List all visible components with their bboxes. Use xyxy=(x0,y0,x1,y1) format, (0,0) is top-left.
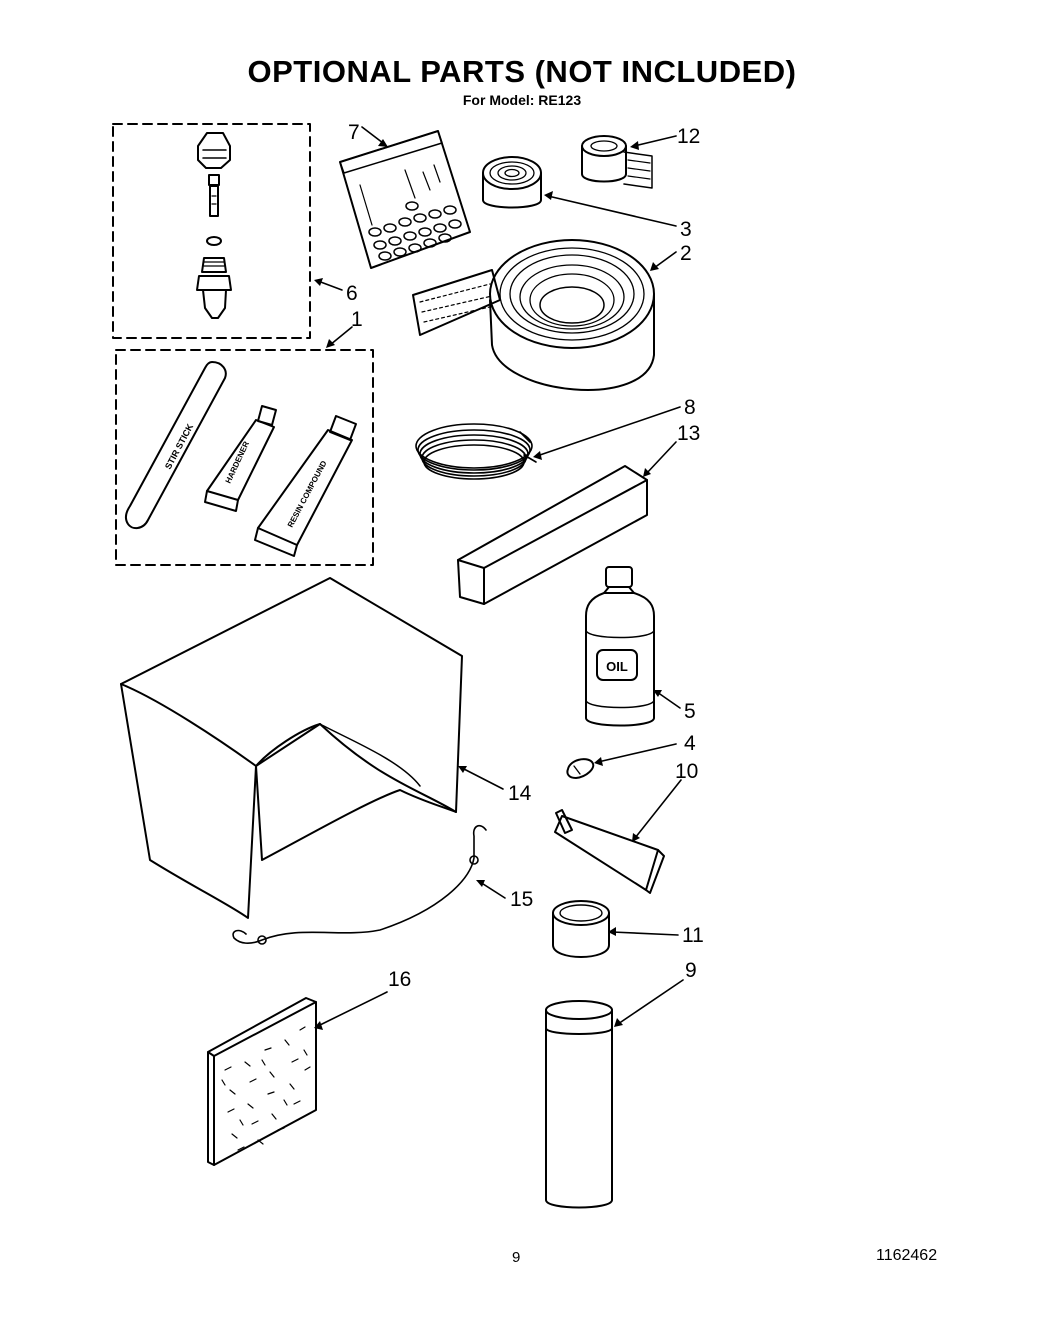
callout-15: 15 xyxy=(510,888,533,911)
part-12-tape-roll xyxy=(581,135,653,189)
leader-4 xyxy=(597,743,677,763)
part-16-filter-pad xyxy=(207,997,317,1166)
leader-lines xyxy=(317,126,684,1027)
callout-3: 3 xyxy=(680,218,692,241)
leader-1 xyxy=(329,326,353,346)
leader-13 xyxy=(645,441,677,475)
dashed-box-part-6 xyxy=(112,123,311,339)
leader-10 xyxy=(634,779,682,839)
callout-9: 9 xyxy=(685,959,697,982)
leader-14 xyxy=(461,767,504,790)
part-6-valve-kit xyxy=(112,123,311,339)
part-3-small-tape-roll xyxy=(482,156,542,209)
stir-stick xyxy=(124,361,227,530)
leader-6 xyxy=(317,280,343,291)
leader-15 xyxy=(479,881,506,899)
callout-6: 6 xyxy=(346,282,358,305)
part-8-wire-coil xyxy=(415,423,537,480)
callout-5: 5 xyxy=(684,700,696,723)
callout-1: 1 xyxy=(351,308,363,331)
callout-4: 4 xyxy=(684,732,696,755)
leader-8 xyxy=(536,406,681,457)
leader-3 xyxy=(547,195,677,227)
callout-8: 8 xyxy=(684,396,696,419)
part-5-oil-bottle: OIL xyxy=(585,566,655,727)
oil-label: OIL xyxy=(606,659,628,674)
leader-7 xyxy=(361,126,384,144)
page-title: OPTIONAL PARTS (NOT INCLUDED) xyxy=(247,54,797,89)
dashed-box-part-1 xyxy=(115,349,374,566)
page-number: 9 xyxy=(512,1249,521,1266)
leader-16 xyxy=(317,991,388,1027)
leader-2 xyxy=(653,251,677,269)
leader-5 xyxy=(656,691,681,709)
part-9-spray-can xyxy=(545,1000,613,1209)
part-4-capsule xyxy=(566,758,595,779)
part-13-foam-bar xyxy=(457,465,648,605)
part-14-cover xyxy=(120,577,463,919)
part-15-cord xyxy=(232,824,487,945)
hardener-tube: HARDENER xyxy=(204,405,277,512)
callout-14: 14 xyxy=(508,782,532,805)
leader-9 xyxy=(617,979,684,1025)
part-1-epoxy-kit: STIR STICK HARDENER RESIN COMPOUND xyxy=(115,349,374,566)
leader-12 xyxy=(633,135,677,147)
model-subtitle: For Model: RE123 xyxy=(462,92,582,108)
part-10-tube xyxy=(554,809,665,894)
arrowheads xyxy=(314,139,662,1030)
part-7-o-ring-bag xyxy=(339,130,471,269)
callout-10: 10 xyxy=(675,760,698,783)
callout-12: 12 xyxy=(677,125,700,148)
callout-16: 16 xyxy=(388,968,411,991)
leader-11 xyxy=(611,931,679,936)
part-2-large-tape-roll xyxy=(412,239,655,391)
callout-2: 2 xyxy=(680,242,692,265)
callout-13: 13 xyxy=(677,422,700,445)
callout-7: 7 xyxy=(348,121,360,144)
part-11-can xyxy=(552,900,610,958)
document-number: 1162462 xyxy=(876,1247,938,1264)
callout-11: 11 xyxy=(682,924,704,947)
callout-numbers: 7 12 3 2 6 1 8 13 5 4 10 14 15 11 9 16 xyxy=(346,121,704,991)
resin-compound-label: RESIN COMPOUND xyxy=(286,459,329,529)
